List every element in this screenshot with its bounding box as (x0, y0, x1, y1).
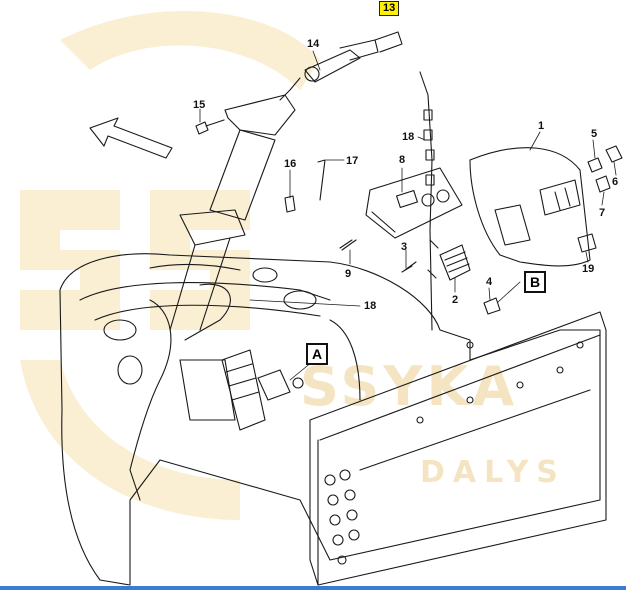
view-label-a[interactable]: A (306, 343, 328, 365)
instrument-cluster (365, 167, 463, 239)
callout-13[interactable]: 13 (379, 1, 400, 16)
callout-18-bottom[interactable]: 18 (364, 300, 377, 312)
knob-6 (605, 145, 623, 163)
knob-19 (577, 233, 597, 253)
pedal-bracket (221, 349, 266, 431)
callout-6[interactable]: 6 (612, 176, 619, 188)
callout-2[interactable]: 2 (452, 294, 459, 306)
callout-8[interactable]: 8 (399, 154, 406, 166)
callout-3[interactable]: 3 (401, 241, 408, 253)
callout-17[interactable]: 17 (346, 155, 359, 167)
view-label-b[interactable]: B (524, 271, 546, 293)
callout-18-top[interactable]: 18 (402, 131, 415, 143)
knob-5 (587, 157, 603, 173)
direction-arrow (89, 117, 173, 159)
screw-17 (317, 159, 326, 201)
steering-column (209, 129, 276, 221)
callout-9[interactable]: 9 (345, 268, 352, 280)
connector-2 (439, 244, 471, 281)
front-panel (309, 311, 607, 586)
dash-hood (469, 147, 591, 267)
callout-16[interactable]: 16 (284, 158, 297, 170)
callout-1[interactable]: 1 (538, 120, 545, 132)
dashboard-shell (59, 253, 601, 586)
screw-3 (401, 261, 417, 273)
panel-holes (324, 341, 584, 565)
actuator (257, 369, 291, 401)
callout-5[interactable]: 5 (591, 128, 598, 140)
switch-14 (304, 49, 361, 83)
screw-15 (195, 121, 209, 135)
callout-4[interactable]: 4 (486, 276, 493, 288)
part-4 (483, 297, 501, 315)
screw-9 (339, 239, 357, 251)
bottom-rule (0, 586, 626, 590)
callout-15[interactable]: 15 (193, 99, 206, 111)
harness-lower (129, 299, 172, 501)
plug-7 (595, 175, 611, 193)
callout-7[interactable]: 7 (599, 207, 606, 219)
callout-14[interactable]: 14 (307, 38, 320, 50)
callout-19[interactable]: 19 (582, 263, 595, 275)
